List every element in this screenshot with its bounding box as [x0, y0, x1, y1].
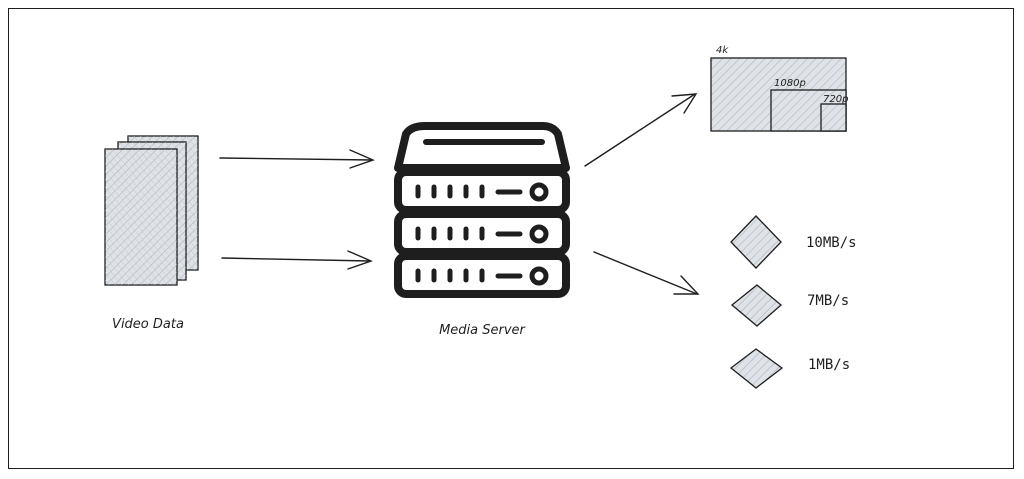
video-stack-icon	[104, 135, 199, 286]
bitrate-label: 7MB/s	[807, 293, 849, 309]
media-server-label: Media Server	[439, 323, 526, 338]
server-rack-icon	[394, 122, 570, 298]
bitrate-diamond	[730, 215, 782, 269]
diagram-frame	[8, 8, 1014, 469]
bitrate-diamond	[730, 284, 783, 327]
arrow-server-to-bitrates	[593, 251, 700, 295]
resolution-4k-label: 4k	[716, 45, 729, 56]
resolution-720p-box	[820, 103, 847, 132]
resolution-boxes	[710, 57, 847, 132]
video-data-label: Video Data	[112, 317, 184, 332]
resolution-1080p-label: 1080p	[774, 78, 806, 89]
bitrate-label: 10MB/s	[806, 235, 857, 251]
resolution-720p-label: 720p	[823, 94, 848, 105]
bitrate-diamond	[729, 348, 784, 389]
arrow-source-to-server-bottom	[221, 250, 373, 270]
bitrate-label: 1MB/s	[808, 357, 850, 373]
arrow-source-to-server-top	[219, 149, 375, 169]
arrow-server-to-resolutions	[584, 93, 698, 167]
